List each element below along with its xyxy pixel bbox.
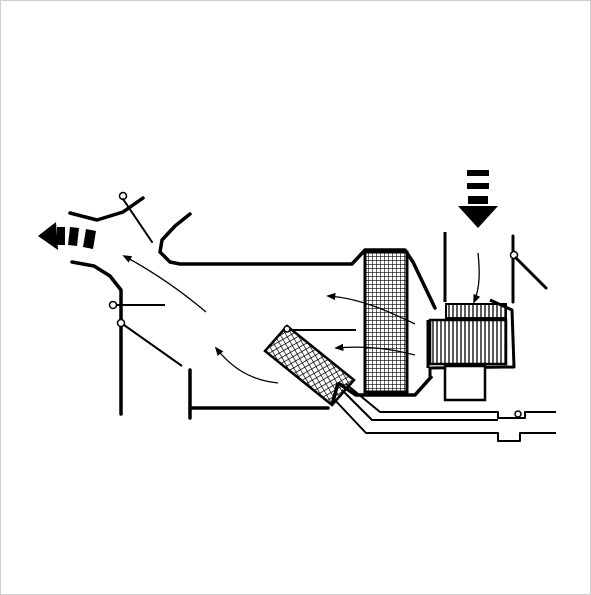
intake-door <box>511 236 547 302</box>
heater-core <box>265 326 354 405</box>
outlet-arrow <box>38 222 96 250</box>
blower-motor <box>445 366 485 400</box>
intake-arrow <box>458 170 498 228</box>
blower-fan <box>430 304 506 364</box>
evaporator-core <box>365 252 407 392</box>
